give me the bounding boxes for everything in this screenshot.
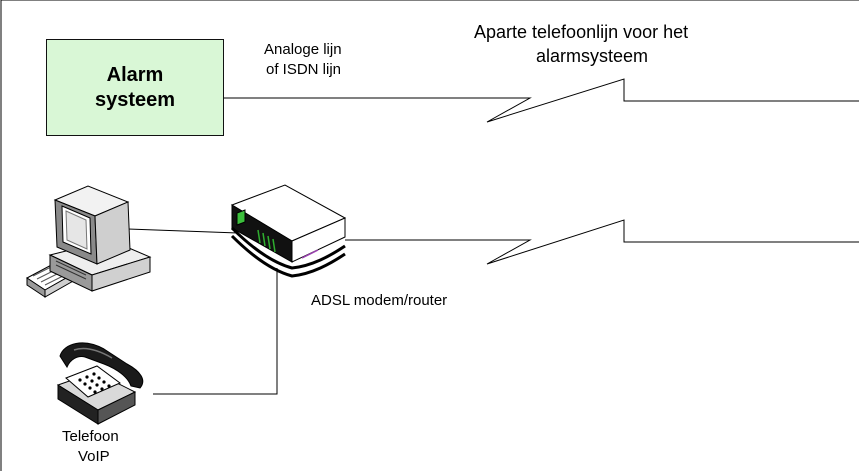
- adsl-modem-router-icon: [230, 184, 347, 278]
- alarm-system-box: Alarm systeem: [46, 39, 224, 136]
- separate-line-label-2: alarmsysteem: [536, 46, 649, 66]
- computer-icon: [26, 185, 152, 298]
- modem-phone-link: [153, 268, 278, 395]
- modem-internet-line: [345, 219, 859, 265]
- computer-modem-link: [127, 228, 239, 234]
- alarm-box-label-line2: systeem: [94, 88, 176, 111]
- phone-label-1: Telefoon: [62, 428, 119, 445]
- modem-label: ADSL modem/router: [311, 292, 448, 309]
- phone-label-2: VoIP: [78, 448, 110, 465]
- analog-line-label-1: Analoge lijn: [264, 41, 342, 58]
- alarm-box-label-line1: Alarm: [106, 63, 164, 86]
- analog-line-label-2: of ISDN lijn: [266, 61, 342, 78]
- separate-line-label-1: Aparte telefoonlijn voor het: [474, 22, 689, 42]
- alarm-phone-line: [222, 78, 859, 123]
- telephone-icon: [56, 342, 144, 425]
